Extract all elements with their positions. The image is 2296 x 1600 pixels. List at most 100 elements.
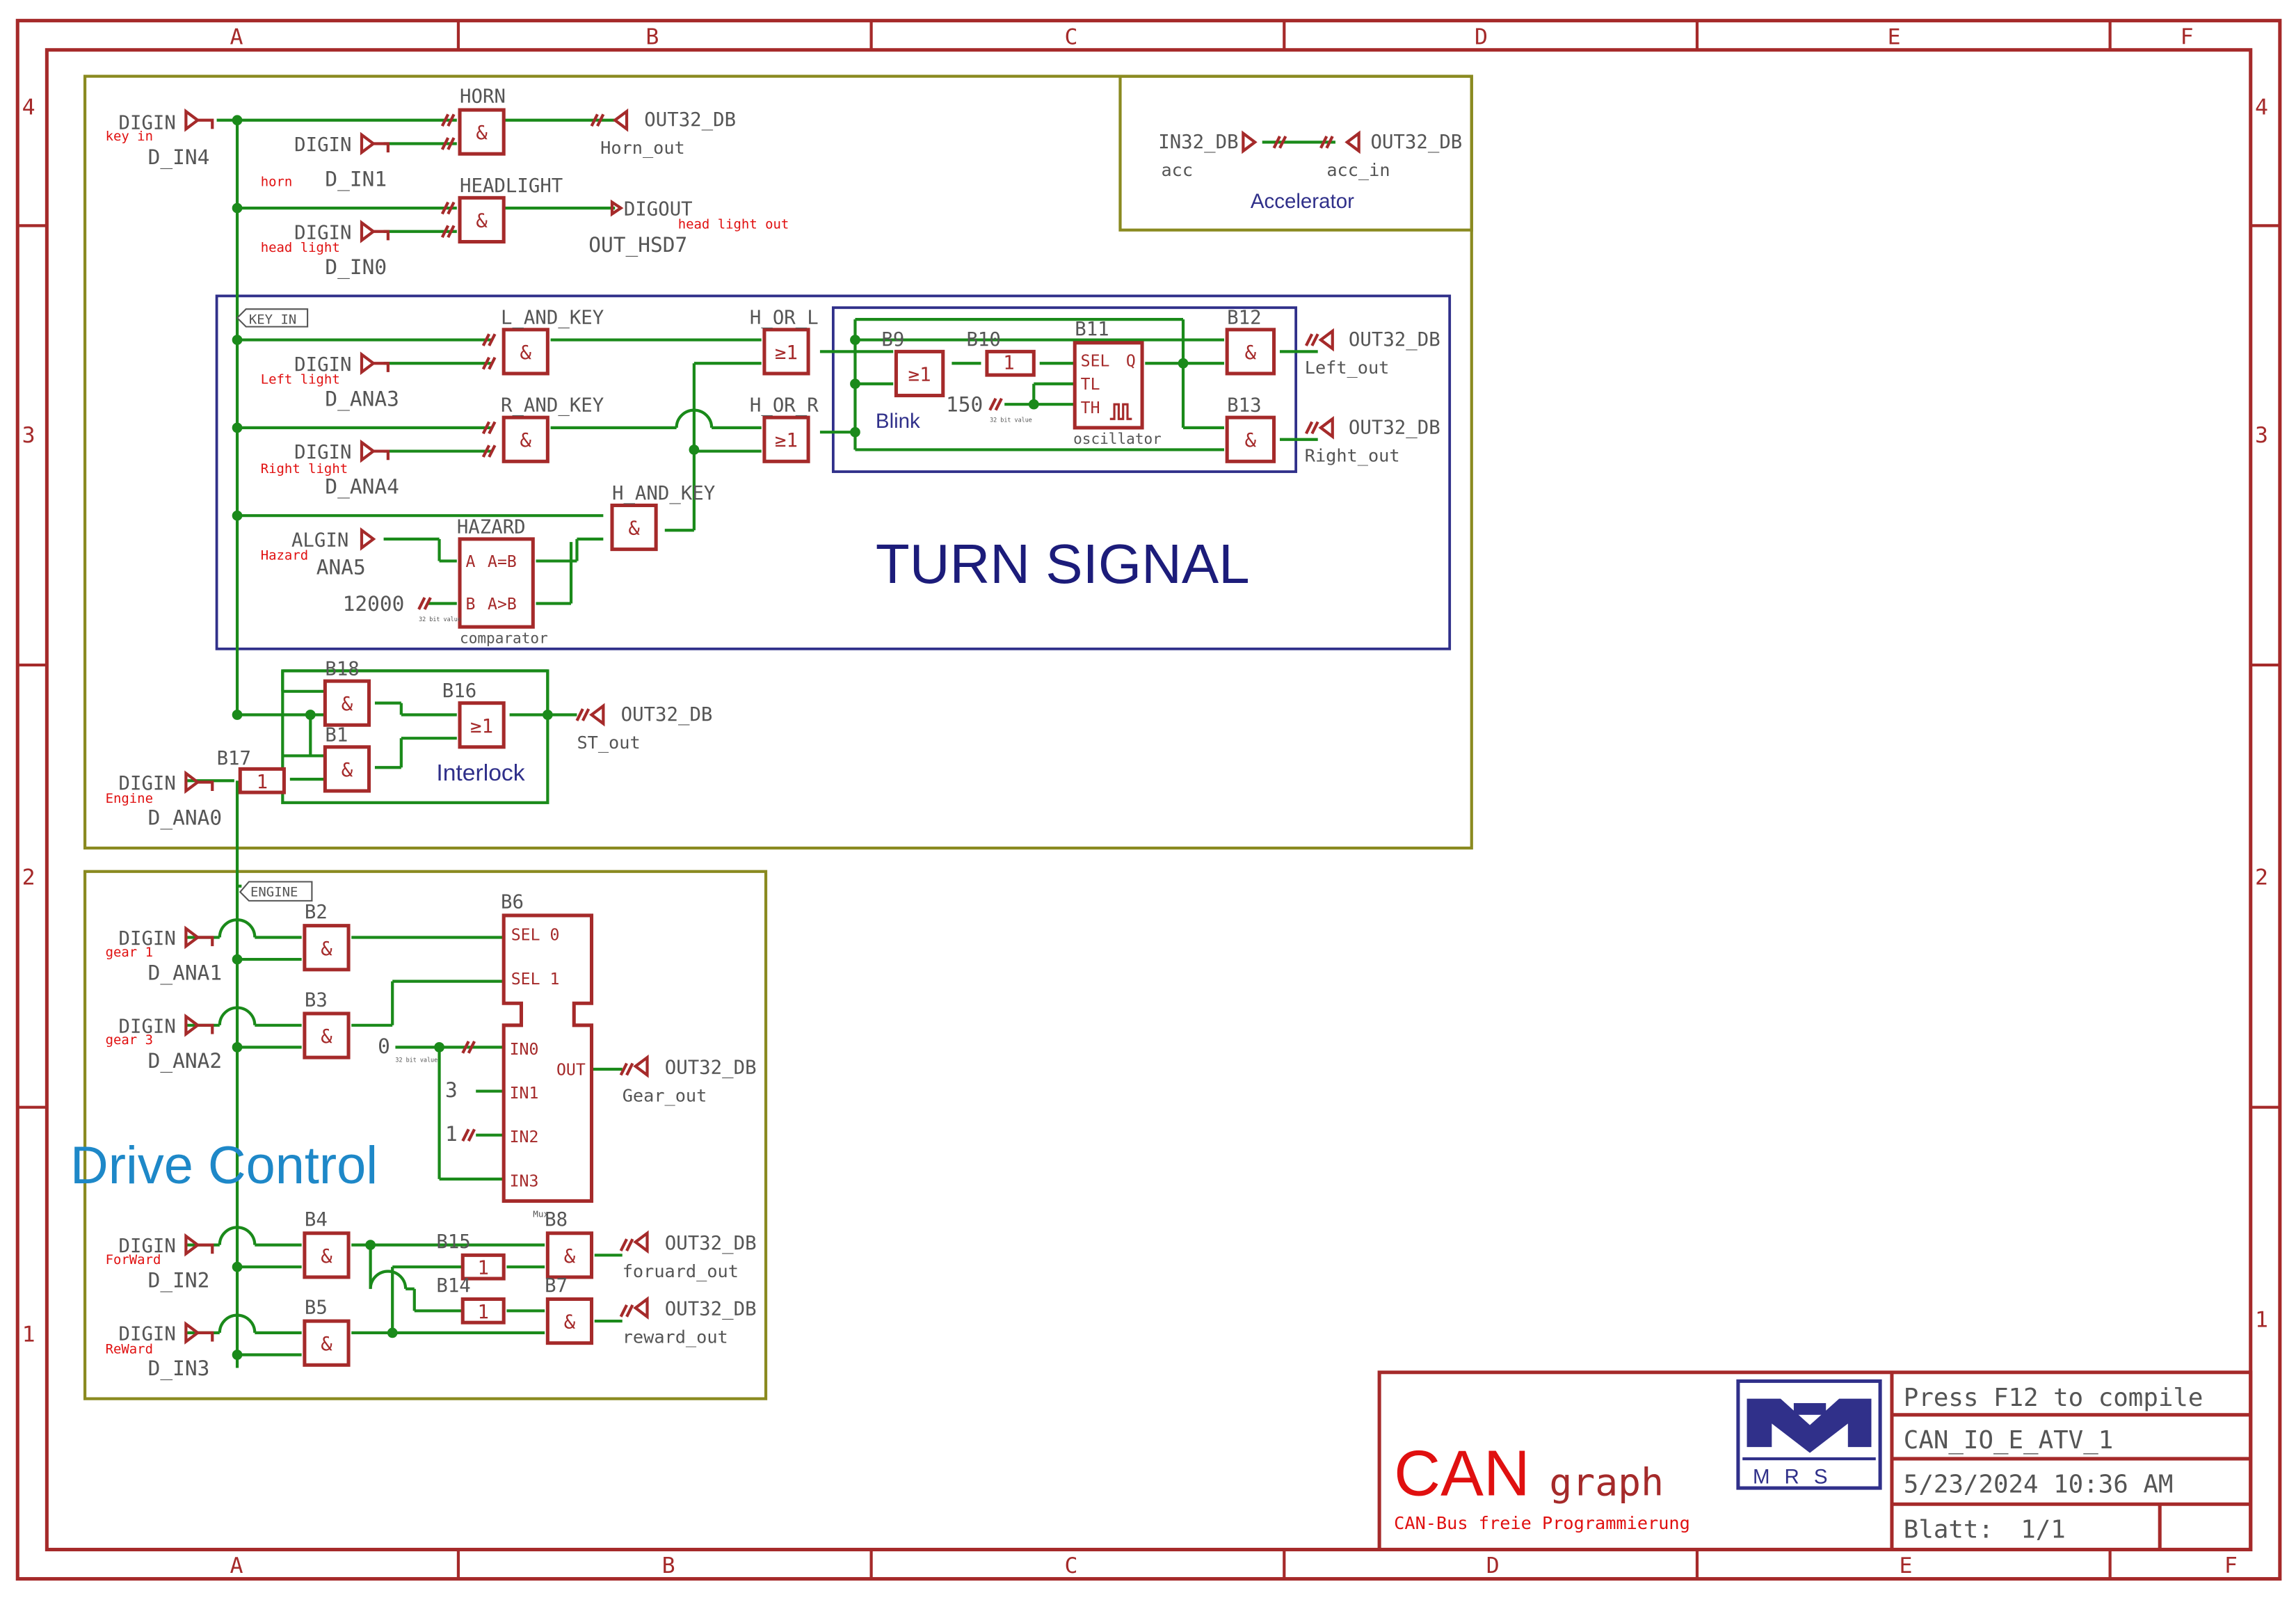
cangraph-logo: CAN graph CAN-Bus freie Programmierung [1394, 1437, 1690, 1533]
svg-text:&: & [1245, 342, 1257, 364]
svg-text:OUT32_DB: OUT32_DB [1349, 329, 1440, 351]
title-block [1377, 1370, 2253, 1552]
svg-text:DIGIN: DIGIN [119, 1235, 176, 1257]
svg-text:D_ANA3: D_ANA3 [325, 387, 399, 411]
col-label-c-bottom: C [1065, 1553, 1078, 1578]
svg-text:key in: key in [106, 129, 153, 144]
svg-text:B5: B5 [305, 1297, 328, 1319]
svg-text:Right_out: Right_out [1305, 445, 1400, 465]
svg-text:D_IN0: D_IN0 [325, 255, 387, 280]
svg-text:B13: B13 [1227, 395, 1261, 417]
svg-text:OUT32_DB: OUT32_DB [665, 1299, 757, 1320]
row-label-1-left: 1 [22, 1322, 35, 1347]
svg-text:&: & [321, 938, 332, 960]
b1-and-gate [323, 745, 371, 793]
constants: 12000 150 0 3 1 [343, 393, 984, 1146]
mrs-company: MRS [1753, 1466, 1843, 1489]
logo-graph: graph [1549, 1460, 1664, 1505]
io-names: D_IN4 D_IN1 D_IN0 D_ANA3 D_ANA4 ANA5 D_A… [148, 145, 688, 1381]
svg-text:DIGIN: DIGIN [294, 222, 351, 243]
svg-text:B3: B3 [305, 989, 328, 1011]
col-label-d-top: D [1475, 24, 1488, 49]
svg-text:Hazard: Hazard [261, 547, 308, 563]
pin-stubs [184, 108, 1360, 1345]
svg-text:IN2: IN2 [510, 1128, 539, 1146]
svg-text:B17: B17 [217, 748, 251, 769]
svg-text:&: & [342, 694, 353, 715]
svg-text:32 bit value: 32 bit value [419, 616, 461, 623]
svg-text:DIGIN: DIGIN [119, 928, 176, 950]
b18-and-gate [323, 679, 371, 727]
svg-text:gear 1: gear 1 [106, 945, 153, 960]
svg-text:B18: B18 [325, 659, 359, 680]
svg-text:Mux: Mux [533, 1209, 549, 1219]
svg-text:head light: head light [261, 240, 340, 255]
svg-text:DIGIN: DIGIN [294, 354, 351, 376]
h-or-r-gate [762, 415, 810, 463]
svg-text:L_AND_KEY: L_AND_KEY [501, 307, 604, 328]
svg-text:B1: B1 [325, 724, 348, 746]
svg-text:B10: B10 [966, 329, 1000, 351]
svg-text:DIGIN: DIGIN [119, 773, 176, 794]
svg-text:150: 150 [946, 393, 983, 417]
row-label-4-left: 4 [22, 95, 35, 120]
svg-text:OUT32_DB: OUT32_DB [665, 1057, 757, 1078]
top-group-outline [83, 74, 1473, 850]
svg-text:B4: B4 [305, 1209, 328, 1231]
svg-text:OUT32_DB: OUT32_DB [1349, 417, 1440, 438]
headlight-and-gate [458, 195, 506, 244]
row-label-3-right: 3 [2255, 423, 2268, 448]
svg-text:&: & [476, 210, 488, 232]
svg-text:B14: B14 [436, 1275, 470, 1297]
svg-text:B16: B16 [442, 680, 476, 702]
blink-title: Blink [876, 410, 920, 433]
svg-text:D_IN4: D_IN4 [148, 145, 210, 170]
svg-text:D_ANA4: D_ANA4 [325, 475, 399, 499]
svg-text:0: 0 [378, 1034, 390, 1058]
b16-or-gate [458, 701, 506, 749]
svg-text:ReWard: ReWard [106, 1341, 153, 1357]
svg-text:TL: TL [1081, 376, 1100, 394]
svg-text:B8: B8 [545, 1209, 568, 1231]
turn-signal-title: TURN SIGNAL [876, 533, 1250, 595]
svg-text:A=B: A=B [488, 553, 517, 571]
net-tags: KEY_IN ENGINE [236, 308, 313, 902]
col-label-b-top: B [645, 24, 659, 49]
svg-text:OUT: OUT [556, 1061, 586, 1079]
svg-text:SEL 0: SEL 0 [511, 927, 560, 945]
blink-outline [831, 306, 1298, 473]
svg-text:SEL 1: SEL 1 [511, 970, 560, 989]
row-label-3-left: 3 [22, 423, 35, 448]
mrs-logo-icon: MRS [1736, 1379, 1882, 1490]
svg-text:32 bit value: 32 bit value [990, 416, 1032, 423]
svg-text:gear 3: gear 3 [106, 1032, 153, 1048]
svg-text:D_IN2: D_IN2 [148, 1269, 210, 1293]
drive-control-title: Drive Control [70, 1136, 378, 1195]
svg-text:12000: 12000 [343, 592, 405, 616]
svg-text:R_AND_KEY: R_AND_KEY [501, 395, 604, 417]
svg-text:Horn_out: Horn_out [600, 138, 685, 158]
svg-text:D_ANA0: D_ANA0 [148, 806, 222, 830]
row-label-4-right: 4 [2255, 95, 2268, 120]
b12-and-gate [1225, 328, 1276, 376]
col-label-a-bottom: A [230, 1553, 243, 1578]
svg-text:B9: B9 [881, 329, 904, 351]
sheet-label: Blatt: [1904, 1516, 1993, 1544]
svg-text:reward_out: reward_out [623, 1327, 728, 1347]
logo-subtitle: CAN-Bus freie Programmierung [1394, 1513, 1690, 1533]
svg-text:1: 1 [1003, 353, 1014, 374]
col-label-f-bottom: F [2224, 1553, 2238, 1578]
b10-not-gate [985, 349, 1036, 377]
svg-text:&: & [321, 1026, 332, 1048]
r-and-key-gate [501, 415, 549, 463]
b13-and-gate [1225, 415, 1276, 463]
svg-text:OUT32_DB: OUT32_DB [644, 109, 736, 131]
svg-text:TH: TH [1081, 399, 1100, 417]
svg-text:SEL: SEL [1081, 352, 1110, 370]
svg-text:&: & [520, 430, 532, 451]
svg-text:IN0: IN0 [510, 1041, 539, 1059]
svg-text:horn: horn [261, 175, 293, 190]
svg-text:1: 1 [257, 771, 268, 793]
svg-text:B7: B7 [545, 1275, 568, 1297]
